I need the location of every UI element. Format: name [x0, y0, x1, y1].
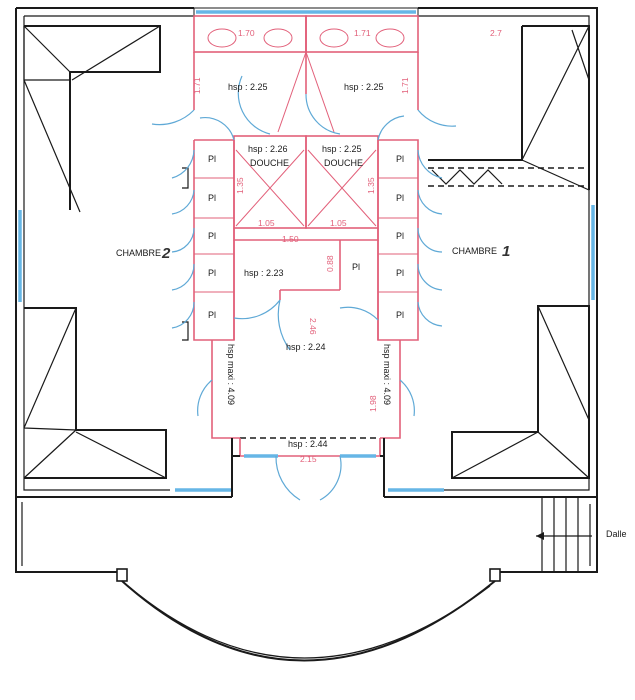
placard-label: Pl	[208, 154, 216, 164]
placard-label: Pl	[352, 262, 360, 272]
dim-side-right: 1.71	[400, 77, 410, 94]
center-partitions	[197, 240, 415, 501]
room-label-chambre-1: CHAMBRE	[452, 246, 497, 256]
dim-top-left: 1.70	[238, 28, 255, 38]
placard-label: Pl	[208, 193, 216, 203]
hsp-bath-left: hsp : 2.25	[228, 82, 268, 92]
dim-side-left: 1.71	[192, 77, 202, 94]
hsp-entry: hsp : 2.44	[288, 439, 328, 449]
hsp-center-left: hsp : 2.23	[244, 268, 284, 278]
dim-top-far-right: 2.7	[490, 28, 502, 38]
dim-douche-left: 1.05	[258, 218, 275, 228]
dim-center-width: 1.50	[282, 234, 299, 244]
roof-slopes	[23, 25, 590, 492]
dim-entry-width: 2.15	[300, 454, 317, 464]
hsp-max-left: hsp maxi : 4.09	[226, 344, 236, 405]
placard-labels: Pl Pl Pl Pl Pl Pl Pl Pl Pl Pl Pl Pl	[208, 154, 404, 320]
hsp-bath-right: hsp : 2.25	[344, 82, 384, 92]
dalle-label: Dalle	[606, 529, 627, 539]
hsp-corridor: hsp : 2.24	[286, 342, 326, 352]
room-labels: CHAMBRE 2 CHAMBRE 1 DOUCHE DOUCHE Dalle	[116, 158, 627, 539]
placard-label: Pl	[208, 310, 216, 320]
douche-left-label: DOUCHE	[250, 158, 289, 168]
hsp-douche-left: hsp : 2.26	[248, 144, 288, 154]
room-label-chambre-2: CHAMBRE	[116, 248, 161, 258]
dim-douche-right: 1.05	[330, 218, 347, 228]
dim-top-right: 1.71	[354, 28, 371, 38]
placard-label: Pl	[396, 231, 404, 241]
room-number-1: 1	[502, 243, 510, 260]
dim-lower-right: 1.98	[368, 395, 378, 412]
placard-label: Pl	[396, 193, 404, 203]
dim-vert-right: 1.35	[366, 177, 376, 194]
dim-vert-left: 1.35	[235, 177, 245, 194]
dim-corridor-vert: 2.46	[308, 318, 318, 335]
dimension-labels: 1.70 1.71 2.7 1.71 1.71 1.35 1.35 1.05 1…	[192, 28, 502, 464]
placard-label: Pl	[396, 310, 404, 320]
hsp-douche-right: hsp : 2.25	[322, 144, 362, 154]
ceiling-height-labels: hsp : 2.25 hsp : 2.25 hsp : 2.26 hsp : 2…	[226, 82, 392, 449]
dim-center-small: 0.88	[325, 255, 335, 272]
hsp-max-right: hsp maxi : 4.09	[382, 344, 392, 405]
placard-label: Pl	[208, 268, 216, 278]
room-number-2: 2	[161, 245, 171, 262]
placard-label: Pl	[208, 231, 216, 241]
terrace	[15, 496, 598, 662]
placard-label: Pl	[396, 268, 404, 278]
placard-label: Pl	[396, 154, 404, 164]
outer-walls	[15, 7, 598, 498]
douche-right-label: DOUCHE	[324, 158, 363, 168]
bathroom-partitions	[151, 15, 457, 135]
